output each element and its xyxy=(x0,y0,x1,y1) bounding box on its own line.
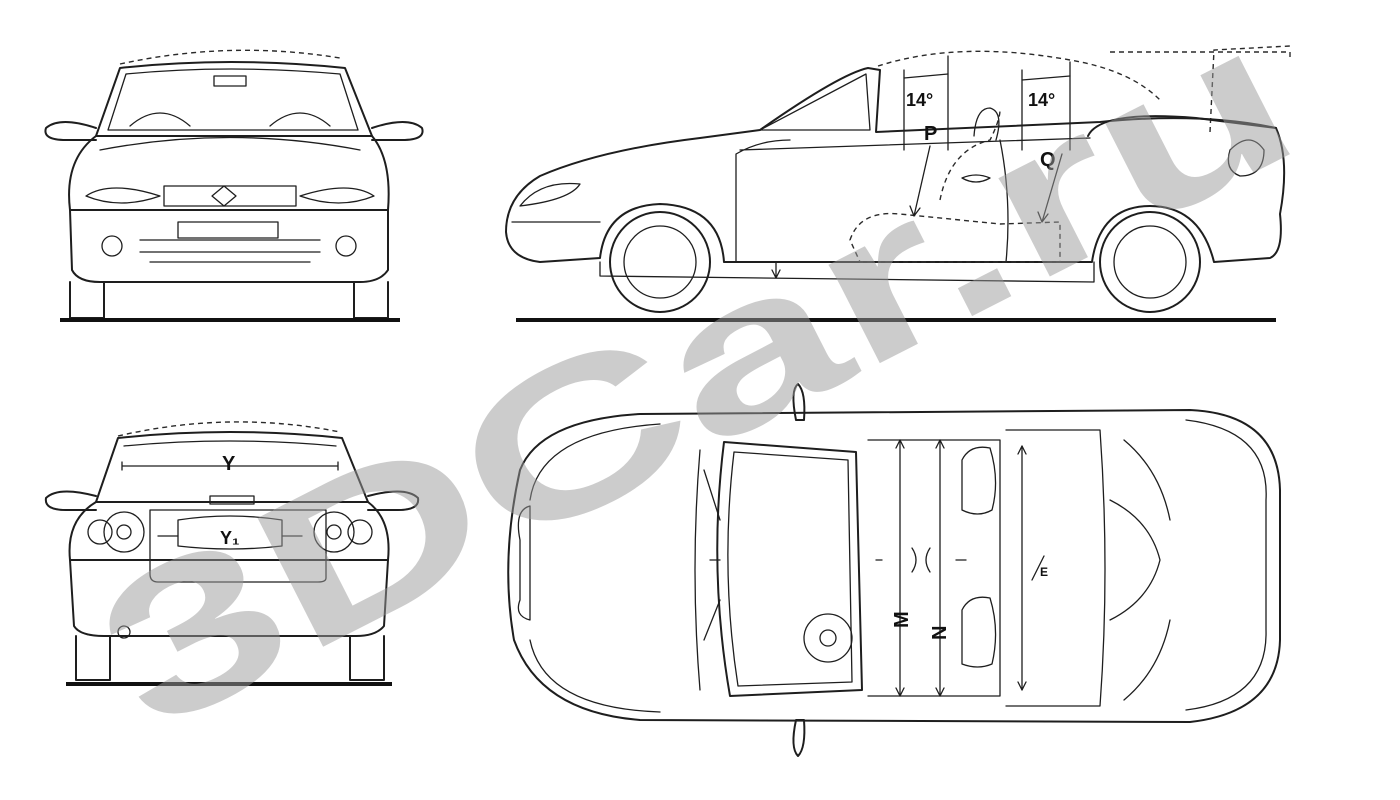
top-view: M N E xyxy=(507,383,1281,757)
rear-view: Y Y₁ xyxy=(44,421,420,686)
label-m: M xyxy=(891,611,913,628)
side-view: 14° 14° P Q xyxy=(505,45,1291,322)
label-q: Q xyxy=(1040,149,1056,171)
front-view xyxy=(44,49,424,322)
label-n: N xyxy=(929,626,951,640)
label-rear-seat-angle: 14° xyxy=(1028,90,1055,110)
label-y1: Y₁ xyxy=(220,528,239,548)
label-y: Y xyxy=(222,453,236,475)
watermark: 3DCar.ru xyxy=(64,0,1329,775)
label-p: P xyxy=(924,123,937,145)
label-e: E xyxy=(1040,565,1048,579)
label-front-seat-angle: 14° xyxy=(906,90,933,110)
watermark-text: 3DCar.ru xyxy=(64,0,1329,775)
